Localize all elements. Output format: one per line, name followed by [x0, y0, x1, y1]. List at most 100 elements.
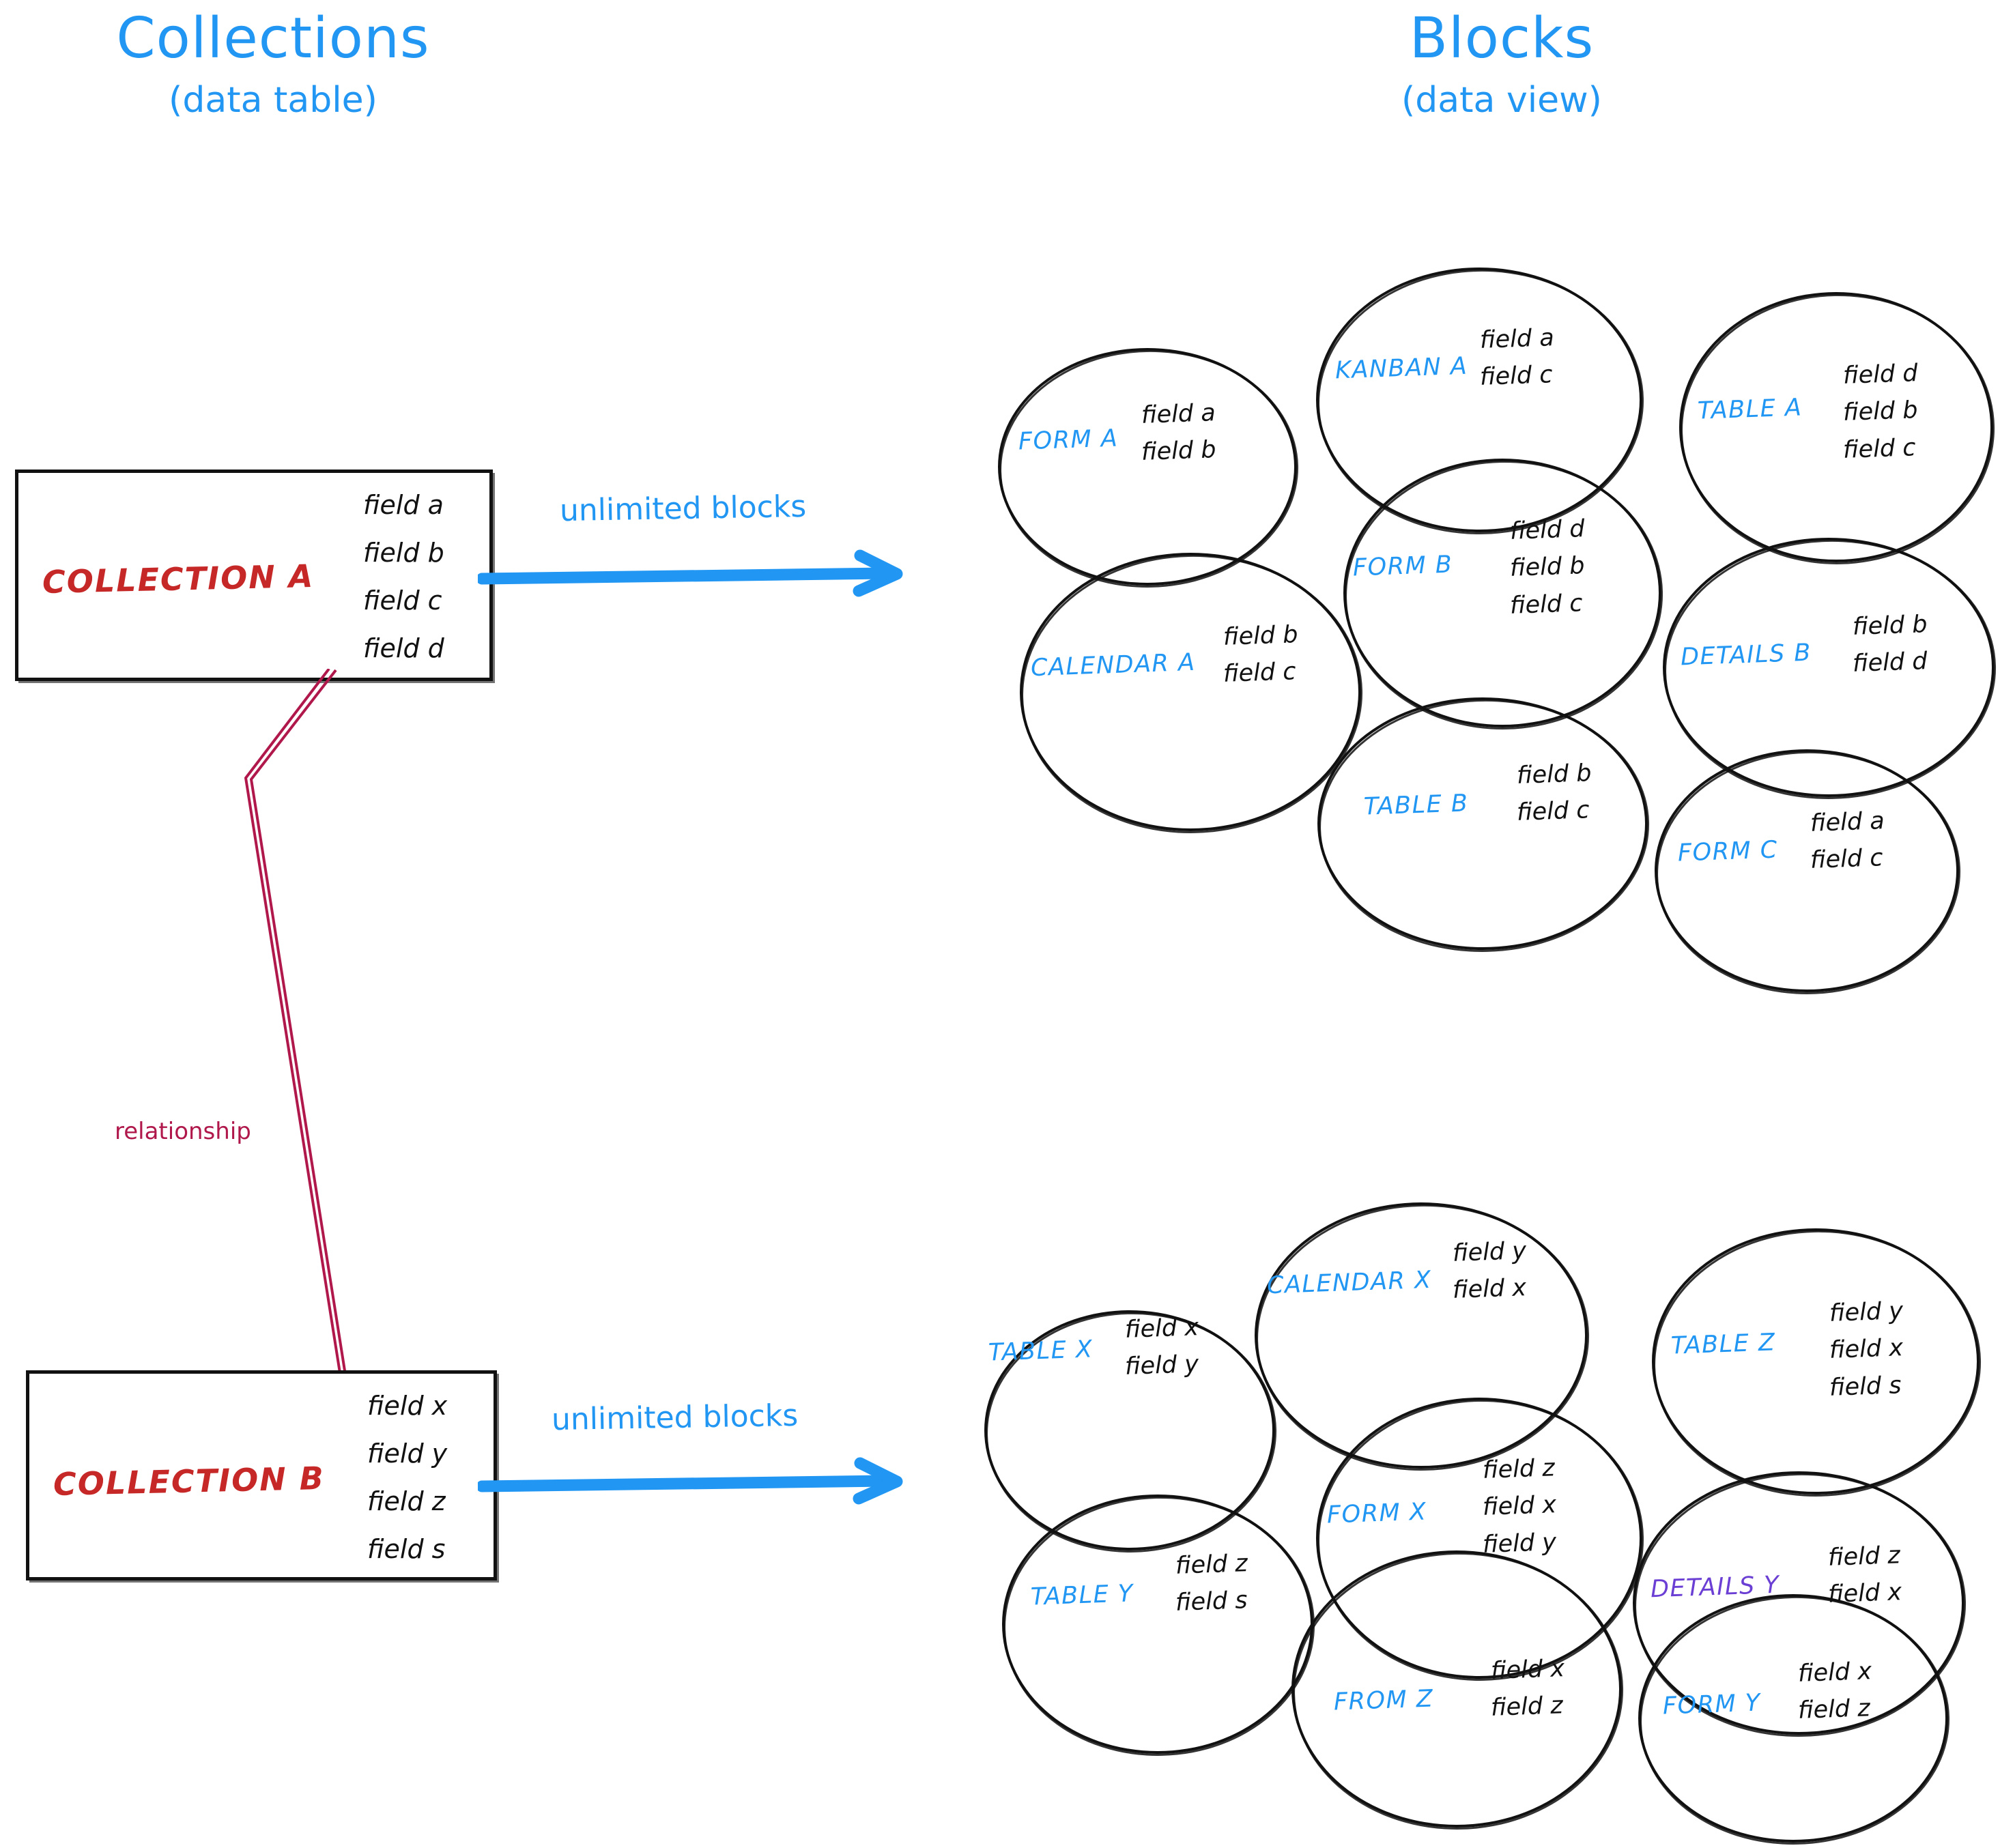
unlimited-blocks-label-b: unlimited blocks — [551, 1398, 799, 1438]
block-field: field a — [1479, 324, 1555, 354]
block-fields-form-a: field a field b — [1141, 396, 1216, 470]
block-ellipse-table-z[interactable] — [1652, 1228, 1980, 1495]
block-label-from-z: FROM Z — [1333, 1685, 1434, 1716]
block-label-table-b: TABLE B — [1363, 790, 1470, 821]
block-label-table-z: TABLE Z — [1670, 1329, 1776, 1360]
relationship-connector — [244, 669, 360, 1428]
collection-a-fields: field a field b field c field d — [363, 490, 444, 663]
block-field: field y — [1452, 1237, 1527, 1267]
block-label-form-b: FORM B — [1352, 551, 1453, 582]
block-field: field x — [1490, 1655, 1565, 1685]
unlimited-blocks-arrow-b — [476, 1426, 928, 1522]
heading-blocks-subtitle: (data view) — [1401, 80, 1602, 121]
collection-b-field: field x — [367, 1391, 448, 1421]
arrow-right-icon — [476, 549, 903, 597]
collection-a-field: field b — [363, 538, 444, 568]
block-fields-details-b: field b field d — [1852, 607, 1928, 682]
block-field: field d — [1852, 648, 1928, 678]
block-field: field y — [1829, 1297, 1904, 1327]
block-label-table-a: TABLE A — [1697, 394, 1803, 425]
unlimited-blocks-arrow-a — [476, 519, 928, 614]
heading-collections-title: Collections — [116, 6, 430, 71]
block-label-kanban-a: KANBAN A — [1334, 352, 1468, 385]
block-fields-calendar-x: field y field x — [1452, 1234, 1527, 1308]
block-field: field x — [1452, 1274, 1527, 1305]
block-ellipse-calendar-a[interactable] — [1020, 553, 1361, 831]
block-field: field b — [1852, 611, 1928, 641]
collection-b-field: field s — [367, 1534, 446, 1564]
block-fields-form-y: field x field z — [1797, 1654, 1872, 1729]
block-label-form-c: FORM C — [1677, 836, 1779, 867]
block-field: field x — [1829, 1334, 1904, 1365]
block-ellipse-table-a[interactable] — [1679, 292, 1993, 562]
block-field: field b — [1141, 436, 1217, 467]
block-field: field c — [1509, 589, 1584, 620]
relationship-label: relationship — [115, 1118, 251, 1145]
block-field: field y — [1124, 1351, 1199, 1381]
block-ellipse-table-y[interactable] — [1002, 1495, 1313, 1754]
block-field: field z — [1797, 1694, 1871, 1725]
block-fields-table-a: field d field b field c — [1842, 356, 1919, 467]
block-label-form-x: FORM X — [1326, 1498, 1427, 1529]
block-field: field x — [1124, 1314, 1199, 1344]
block-ellipse-form-c[interactable] — [1655, 749, 1959, 992]
block-ellipse-table-b[interactable] — [1317, 697, 1648, 950]
block-field: field z — [1175, 1550, 1248, 1580]
block-field: field z — [1827, 1542, 1901, 1572]
block-field: field y — [1482, 1528, 1557, 1559]
collection-b-field: field y — [367, 1439, 448, 1469]
block-field: field b — [1516, 760, 1592, 790]
collection-b-fields: field x field y field z field s — [367, 1391, 447, 1564]
block-label-table-y: TABLE Y — [1030, 1580, 1134, 1611]
block-field: field c — [1516, 796, 1590, 827]
block-label-form-a: FORM A — [1018, 424, 1119, 456]
block-field: field c — [1223, 658, 1297, 689]
block-field: field a — [1141, 399, 1216, 429]
block-fields-kanban-a: field a field c — [1479, 321, 1555, 395]
heading-blocks-title: Blocks — [1409, 6, 1595, 71]
block-field: field a — [1810, 807, 1885, 837]
collection-a-field: field c — [363, 586, 442, 616]
block-ellipse-form-b[interactable] — [1343, 459, 1661, 727]
unlimited-blocks-label-a: unlimited blocks — [559, 489, 807, 529]
block-field: field z — [1482, 1454, 1556, 1484]
block-label-details-y: DETAILS Y — [1650, 1571, 1780, 1604]
block-label-details-b: DETAILS B — [1680, 639, 1812, 672]
heading-blocks: Blocks (data view) — [1297, 6, 1706, 121]
block-field: field x — [1482, 1491, 1557, 1522]
collection-box-b[interactable] — [26, 1370, 497, 1580]
block-fields-form-b: field d field b field c — [1509, 512, 1586, 623]
block-field: field d — [1842, 360, 1919, 390]
block-field: field b — [1842, 396, 1919, 427]
collection-a-field: field a — [363, 490, 444, 520]
block-ellipse-from-z[interactable] — [1291, 1550, 1622, 1828]
block-field: field s — [1829, 1371, 1902, 1402]
collection-a-field: field d — [363, 633, 444, 663]
block-field: field c — [1842, 433, 1917, 464]
block-field: field z — [1490, 1692, 1564, 1722]
heading-collections: Collections (data table) — [68, 6, 478, 121]
block-field: field b — [1223, 621, 1299, 651]
block-fields-table-x: field x field y — [1124, 1310, 1199, 1385]
collection-a-name: COLLECTION A — [42, 557, 315, 601]
block-field: field x — [1827, 1578, 1902, 1609]
block-label-table-x: TABLE X — [988, 1336, 1094, 1367]
collection-box-a[interactable] — [15, 470, 493, 681]
block-fields-from-z: field x field z — [1490, 1651, 1565, 1726]
block-label-calendar-x: CALENDAR X — [1266, 1266, 1433, 1300]
block-fields-details-y: field z field x — [1827, 1538, 1902, 1613]
block-fields-table-y: field z field s — [1175, 1546, 1248, 1621]
block-field: field b — [1509, 552, 1586, 583]
arrow-right-icon — [476, 1457, 903, 1505]
collection-b-field: field z — [367, 1486, 446, 1516]
block-field: field c — [1479, 361, 1554, 392]
block-fields-form-x: field z field x field y — [1482, 1451, 1557, 1562]
block-label-calendar-a: CALENDAR A — [1030, 648, 1197, 682]
block-field: field c — [1810, 844, 1884, 875]
block-field: field s — [1175, 1587, 1248, 1617]
block-fields-table-z: field y field x field s — [1829, 1294, 1903, 1405]
block-field: field d — [1509, 515, 1586, 545]
block-field: field x — [1797, 1658, 1872, 1688]
heading-collections-subtitle: (data table) — [169, 80, 377, 121]
block-fields-table-b: field b field c — [1516, 756, 1592, 831]
